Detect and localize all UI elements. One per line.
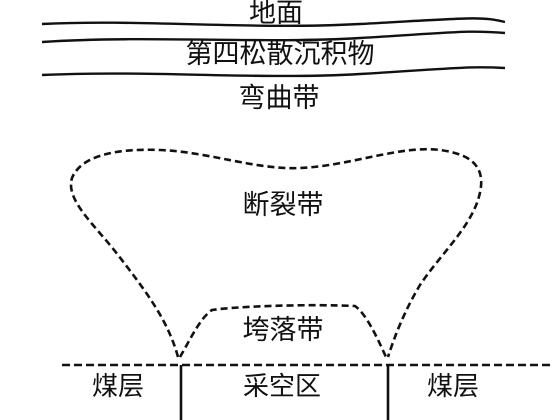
caving-zone-boundary (178, 303, 388, 358)
sediment-upper-boundary (41, 30, 506, 44)
goaf-label: 采空区 (243, 372, 321, 402)
coal-seam-right-label: 煤层 (427, 372, 479, 402)
fracture-zone-label: 断裂带 (243, 190, 324, 221)
sediment-lower-boundary (41, 66, 506, 78)
caving-zone-label: 垮落带 (243, 315, 324, 346)
ground-label: 地面 (249, 0, 303, 29)
bending-zone-label: 弯曲带 (239, 83, 320, 114)
ground-surface-line (41, 17, 506, 28)
fracture-zone-boundary (69, 147, 483, 358)
quaternary-sediment-label: 第四松散沉积物 (186, 39, 375, 70)
coal-seam-left-label: 煤层 (92, 372, 144, 402)
